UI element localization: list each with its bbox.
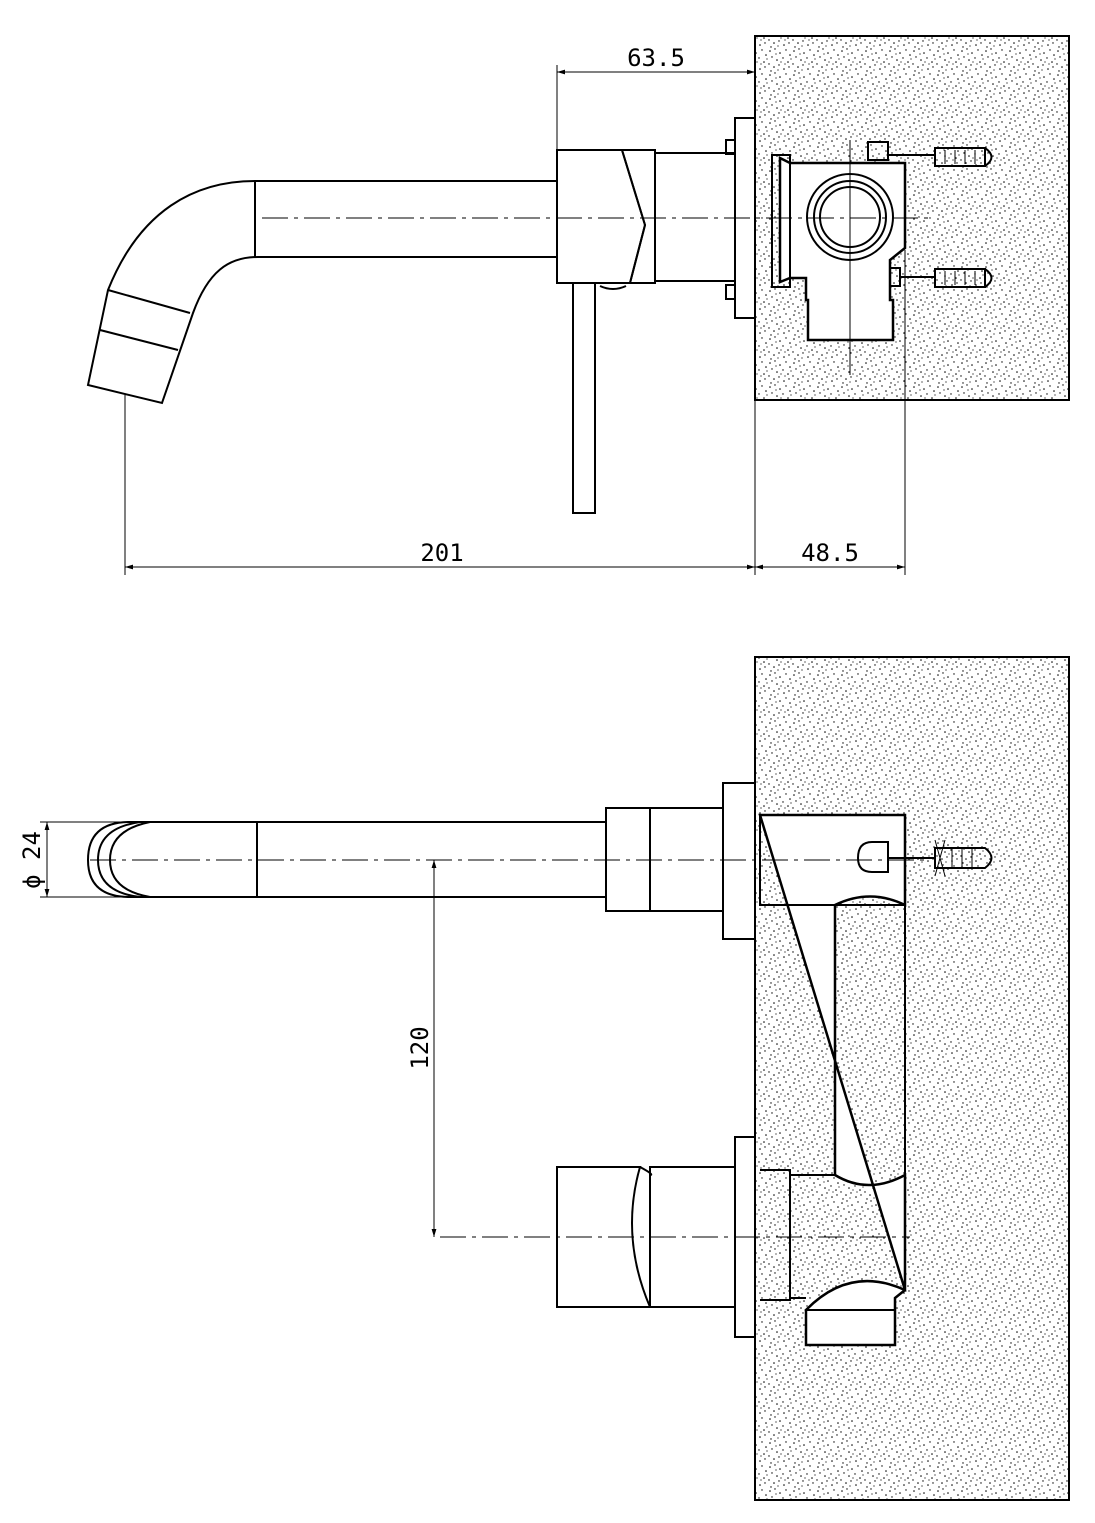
mixer-handle-top <box>556 149 647 284</box>
wall-anchor-front <box>856 839 993 877</box>
spout-front <box>86 821 607 898</box>
dim-outlet-spacing: 120 <box>406 1026 434 1069</box>
valve-body-front <box>758 813 907 1347</box>
spout-top <box>86 180 558 405</box>
top-view: 63.5 201 48.5 <box>86 35 1070 575</box>
mixer-knob-front <box>556 1166 652 1308</box>
dim-spout-to-wall: 201 <box>420 539 463 567</box>
dim-body-projection: 63.5 <box>627 44 685 72</box>
wall-plate-spout <box>722 782 756 940</box>
valve-flange-top <box>771 154 791 288</box>
valve-body-top <box>778 155 907 342</box>
dim-outlet-diameter: ϕ 24 <box>18 831 46 889</box>
wall-anchor-upper <box>867 141 993 167</box>
dim-wall-depth: 48.5 <box>801 539 859 567</box>
spout-body-front <box>605 807 724 912</box>
mixer-lever <box>572 282 596 514</box>
mixer-handle-collar <box>620 149 656 284</box>
wall-anchor-lower <box>889 267 993 288</box>
wall-section-front <box>754 656 1070 1501</box>
mixer-body-top <box>654 152 736 282</box>
front-view: ϕ 24 120 <box>18 656 1070 1501</box>
